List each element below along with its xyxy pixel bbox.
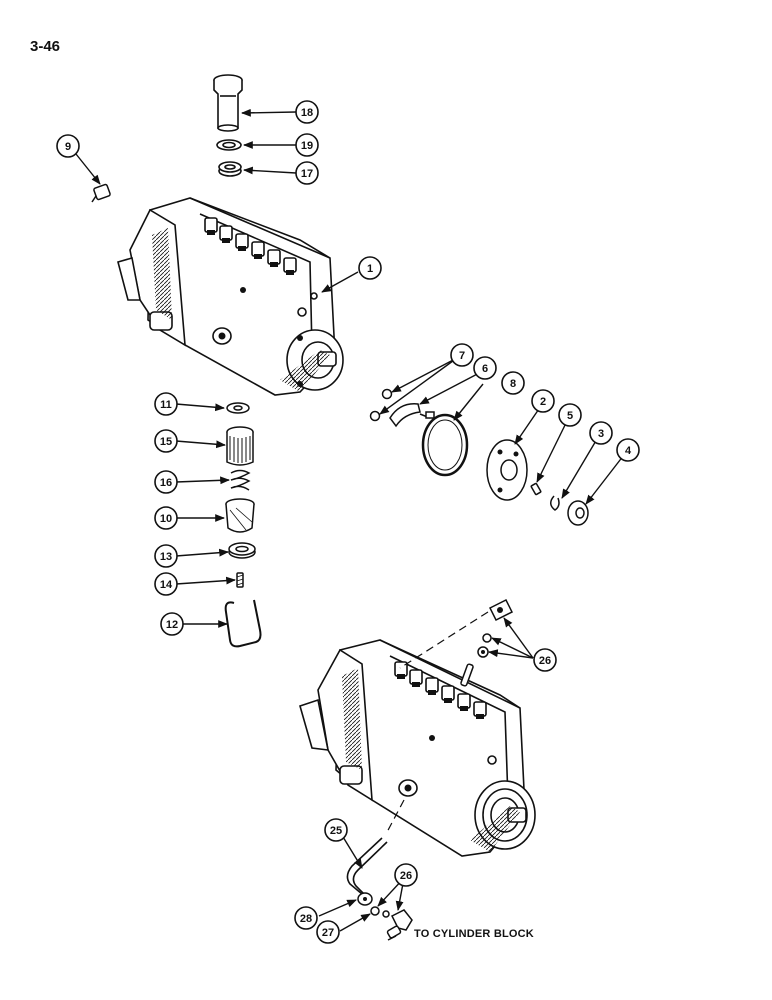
filter-parts [224, 402, 262, 648]
callout-label: 10 [160, 513, 172, 525]
callout-label: 6 [482, 363, 488, 375]
callout-circle [616, 438, 640, 462]
callout-circle [531, 389, 555, 413]
callout-circle [154, 429, 178, 453]
callout-label: 28 [300, 913, 312, 925]
callout-27: 27 [316, 920, 340, 944]
callout-17: 17 [295, 161, 319, 185]
callout-label: 17 [301, 168, 313, 180]
callout-label: 16 [160, 477, 172, 489]
callout-circle [154, 392, 178, 416]
part-9-bolt [91, 183, 111, 203]
callout-circle [154, 470, 178, 494]
callout-label: 15 [160, 436, 172, 448]
callout-1: 1 [358, 256, 382, 280]
callout-label: 7 [459, 350, 465, 362]
callout-label: 13 [160, 551, 172, 563]
callout-8: 8 [501, 371, 525, 395]
callout-25: 25 [324, 818, 348, 842]
injection-pump-upper [117, 197, 344, 396]
callout-label: 1 [367, 263, 373, 275]
callout-26a: 26 [533, 648, 557, 672]
callout-label: 5 [567, 410, 573, 422]
callout-label: 18 [301, 107, 313, 119]
callout-circle [295, 100, 319, 124]
callout-label: 2 [540, 396, 546, 408]
callout-14: 14 [154, 572, 178, 596]
part-17-seal [218, 161, 242, 177]
part-18-cap [213, 74, 243, 132]
callout-12: 12 [160, 612, 184, 636]
callout-circle [295, 161, 319, 185]
callout-circle [558, 403, 582, 427]
callout-circle [450, 343, 474, 367]
callout-label: 14 [160, 579, 173, 591]
callout-19: 19 [295, 133, 319, 157]
callout-circle [160, 612, 184, 636]
callout-circle [358, 256, 382, 280]
callout-label: 26 [400, 870, 412, 882]
callout-15: 15 [154, 429, 178, 453]
callout-circle [154, 506, 178, 530]
callout-circle [324, 818, 348, 842]
callout-circle [154, 544, 178, 568]
callout-3: 3 [589, 421, 613, 445]
part-25-pipe [346, 837, 388, 897]
callout-circle [394, 863, 418, 887]
callout-28: 28 [294, 906, 318, 930]
callout-9: 9 [56, 134, 80, 158]
callout-label: 25 [330, 825, 342, 837]
callout-label: 9 [65, 141, 71, 153]
callout-7: 7 [450, 343, 474, 367]
callout-18: 18 [295, 100, 319, 124]
callout-label: 19 [301, 140, 313, 152]
callout-label: 8 [510, 378, 516, 390]
injection-pump-lower [299, 639, 536, 857]
part-26-fittings-upper [460, 598, 514, 687]
callout-circle [316, 920, 340, 944]
callout-label: 27 [322, 927, 334, 939]
callout-label: 4 [625, 445, 632, 457]
callout-label: 3 [598, 428, 604, 440]
callout-circle [473, 356, 497, 380]
callout-5: 5 [558, 403, 582, 427]
callout-circle [533, 648, 557, 672]
callout-10: 10 [154, 506, 178, 530]
assembly-dash-lines [385, 611, 489, 835]
callout-circle [501, 371, 525, 395]
callout-26b: 26 [394, 863, 418, 887]
callout-13: 13 [154, 544, 178, 568]
callout-label: 12 [166, 619, 178, 631]
part-fittings-lower [357, 892, 413, 941]
callout-circle [295, 133, 319, 157]
page-number: 3-46 [30, 38, 61, 55]
callout-label: 11 [160, 399, 172, 411]
callout-label: 26 [539, 655, 551, 667]
to-cylinder-block-note: TO CYLINDER BLOCK [414, 928, 534, 940]
callout-circle [154, 572, 178, 596]
callout-2: 2 [531, 389, 555, 413]
callout-circle [589, 421, 613, 445]
callout-circle [294, 906, 318, 930]
callout-4: 4 [616, 438, 640, 462]
callout-11: 11 [154, 392, 178, 416]
callout-6: 6 [473, 356, 497, 380]
callout-circle [56, 134, 80, 158]
leader-lines [75, 108, 628, 932]
callout-16: 16 [154, 470, 178, 494]
coupling-parts [369, 388, 589, 526]
part-19-washer [216, 139, 242, 151]
